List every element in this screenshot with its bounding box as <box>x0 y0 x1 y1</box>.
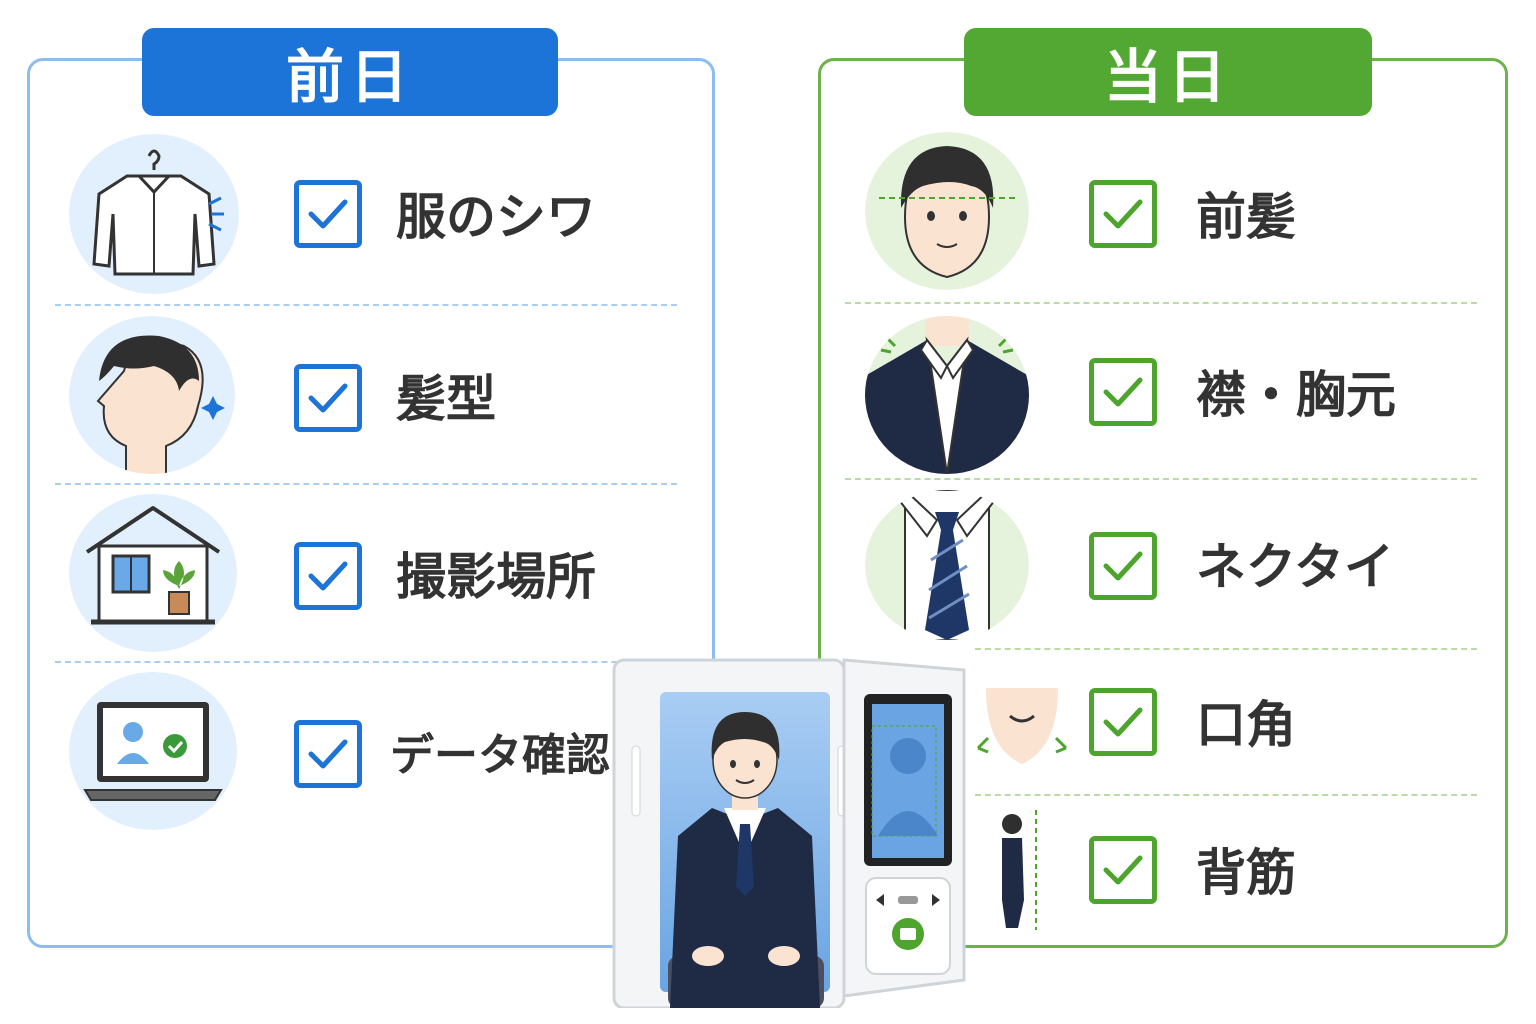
checkbox-necktie[interactable] <box>1089 532 1157 600</box>
mouth-corner-icon <box>976 688 1068 772</box>
checkbox-hairstyle[interactable] <box>294 364 362 432</box>
left-panel-title: 前日 <box>142 28 558 116</box>
bangs-face-icon <box>865 132 1029 290</box>
label-mouth: 口角 <box>1196 696 1296 754</box>
house-plant-icon <box>69 494 237 652</box>
necktie-icon <box>865 490 1029 640</box>
label-clothes: 服のシワ <box>396 188 596 246</box>
right-divider-2 <box>845 478 1477 480</box>
label-hairstyle: 髪型 <box>396 370 496 428</box>
checkbox-bangs[interactable] <box>1089 180 1157 248</box>
checkbox-data[interactable] <box>294 720 362 788</box>
checkbox-collar[interactable] <box>1089 358 1157 426</box>
right-divider-3 <box>975 648 1477 650</box>
label-posture: 背筋 <box>1196 844 1296 902</box>
photo-booth-illustration <box>608 656 970 1010</box>
left-divider-2 <box>55 483 677 485</box>
shirt-hanger-icon <box>69 134 239 294</box>
hair-profile-icon <box>69 316 235 474</box>
label-data: データ確認 <box>390 730 610 781</box>
collar-suit-icon <box>865 316 1029 474</box>
checkbox-posture[interactable] <box>1089 836 1157 904</box>
checkbox-mouth[interactable] <box>1089 688 1157 756</box>
right-panel-title: 当日 <box>964 28 1372 116</box>
left-divider-3 <box>55 661 677 663</box>
label-location: 撮影場所 <box>396 548 596 606</box>
right-divider-1 <box>845 302 1477 304</box>
checkbox-clothes[interactable] <box>294 180 362 248</box>
right-divider-4 <box>975 794 1477 796</box>
left-divider-1 <box>55 304 677 306</box>
laptop-check-icon <box>69 672 237 830</box>
label-bangs: 前髪 <box>1196 188 1296 246</box>
checkbox-location[interactable] <box>294 542 362 610</box>
label-necktie: ネクタイ <box>1196 538 1394 596</box>
posture-icon <box>992 810 1044 930</box>
label-collar: 襟・胸元 <box>1196 366 1396 424</box>
